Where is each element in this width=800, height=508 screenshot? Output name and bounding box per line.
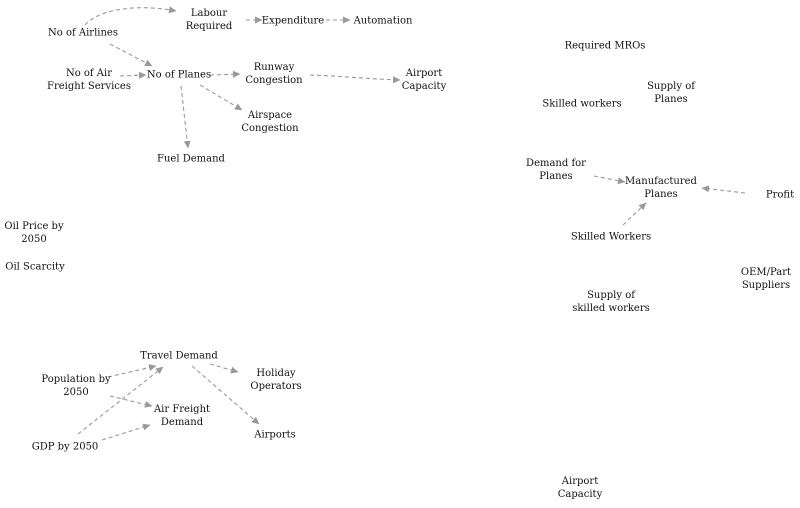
node-label-line: No of Air: [65, 68, 113, 79]
edge-skilled-workers-mid-to-manufactured-planes: [622, 202, 647, 226]
node-label-line: Fuel Demand: [157, 153, 225, 165]
node-label-line: OEM/Part: [740, 267, 792, 278]
node-label-line: Air Freight: [153, 404, 211, 415]
edge-travel-demand-to-airports: [191, 365, 260, 425]
edge-travel-demand-to-holiday-operators: [209, 363, 239, 374]
node-label-line: Operators: [250, 381, 302, 392]
node-oil-scarcity: Oil Scarcity: [5, 261, 64, 274]
node-population-by-2050: Population by 2050: [41, 373, 110, 399]
node-expenditure: Expenditure: [262, 15, 324, 28]
node-airports: Airports: [254, 429, 296, 442]
edge-population-by-2050-to-air-freight-demand: [109, 395, 153, 408]
edge-population-by-2050-to-travel-demand: [107, 364, 157, 378]
node-label-line: Congestion: [245, 75, 303, 86]
node-label-line: Airspace: [247, 110, 293, 121]
node-label-line: Planes: [654, 94, 688, 105]
edge-demand-for-planes-to-manufactured-planes: [593, 175, 626, 185]
node-label-line: Airports: [254, 429, 296, 441]
node-label-line: Runway: [253, 62, 295, 73]
node-label-line: Required: [185, 21, 233, 32]
node-label-line: 2050: [21, 234, 47, 245]
node-label-line: No of Planes: [146, 69, 212, 81]
node-label-line: Demand: [160, 417, 204, 428]
node-travel-demand: Travel Demand: [140, 350, 218, 363]
edge-no-of-airlines-to-labour-required: [84, 6, 177, 26]
node-label-line: Supply of: [647, 81, 695, 92]
edge-no-of-air-freight-services-to-no-of-planes: [119, 71, 147, 79]
node-label-line: Profit: [765, 189, 795, 201]
node-label-line: Capacity: [557, 489, 603, 500]
node-label-line: Expenditure: [261, 15, 325, 27]
node-label-line: Oil Price by: [4, 221, 64, 232]
node-label-line: Capacity: [401, 81, 447, 92]
node-label-line: Congestion: [241, 123, 299, 134]
edge-profit-to-manufactured-planes: [701, 185, 746, 194]
node-label-line: Airport: [405, 68, 443, 79]
node-label-line: Freight Services: [47, 81, 131, 92]
node-label-line: Population by: [41, 374, 111, 385]
node-label-line: Supply of: [587, 290, 635, 301]
node-label-line: Planes: [539, 171, 573, 182]
node-label-line: Airport: [561, 476, 599, 487]
node-required-mros: Required MROs: [565, 40, 646, 53]
node-label-line: Labour: [190, 8, 228, 19]
node-label-line: Manufactured: [625, 176, 697, 187]
node-gdp-by-2050: GDP by 2050: [32, 441, 99, 454]
node-supply-of-skilled-workers: Supply of skilled workers: [572, 289, 650, 315]
node-supply-of-planes: Supply of Planes: [647, 80, 695, 106]
node-fuel-demand: Fuel Demand: [157, 153, 225, 166]
node-label-line: Travel Demand: [140, 350, 218, 362]
node-skilled-workers-mid: Skilled Workers: [571, 231, 651, 244]
node-automation: Automation: [354, 15, 413, 28]
edge-gdp-by-2050-to-air-freight-demand: [101, 423, 151, 441]
node-label-line: Holiday: [256, 368, 296, 379]
node-label-line: Skilled workers: [542, 98, 622, 110]
node-label-line: Required MROs: [564, 40, 646, 52]
node-no-of-airlines: No of Airlines: [48, 27, 118, 40]
edge-runway-congestion-to-airport-capacity-top: [309, 74, 401, 84]
node-skilled-workers-top: Skilled workers: [542, 98, 621, 111]
edge-no-of-airlines-to-no-of-planes: [109, 43, 153, 67]
node-oil-price-by-2050: Oil Price by 2050: [4, 220, 63, 246]
node-label-line: Automation: [353, 15, 413, 27]
node-label-line: skilled workers: [572, 303, 650, 314]
edge-no-of-planes-to-fuel-demand: [180, 85, 191, 149]
edge-no-of-planes-to-runway-congestion: [209, 70, 241, 78]
node-label-line: 2050: [63, 387, 89, 398]
node-label-line: Planes: [644, 189, 678, 200]
node-label-line: Suppliers: [741, 280, 791, 291]
node-no-of-planes: No of Planes: [147, 69, 211, 82]
node-label-line: Oil Scarcity: [5, 261, 65, 273]
node-profit: Profit: [766, 189, 794, 202]
node-label-line: Skilled Workers: [570, 231, 652, 243]
edge-no-of-planes-to-airspace-congestion: [199, 84, 243, 111]
node-label-line: No of Airlines: [48, 27, 118, 39]
node-label-line: Demand for: [526, 158, 586, 169]
node-label-line: GDP by 2050: [31, 441, 99, 453]
